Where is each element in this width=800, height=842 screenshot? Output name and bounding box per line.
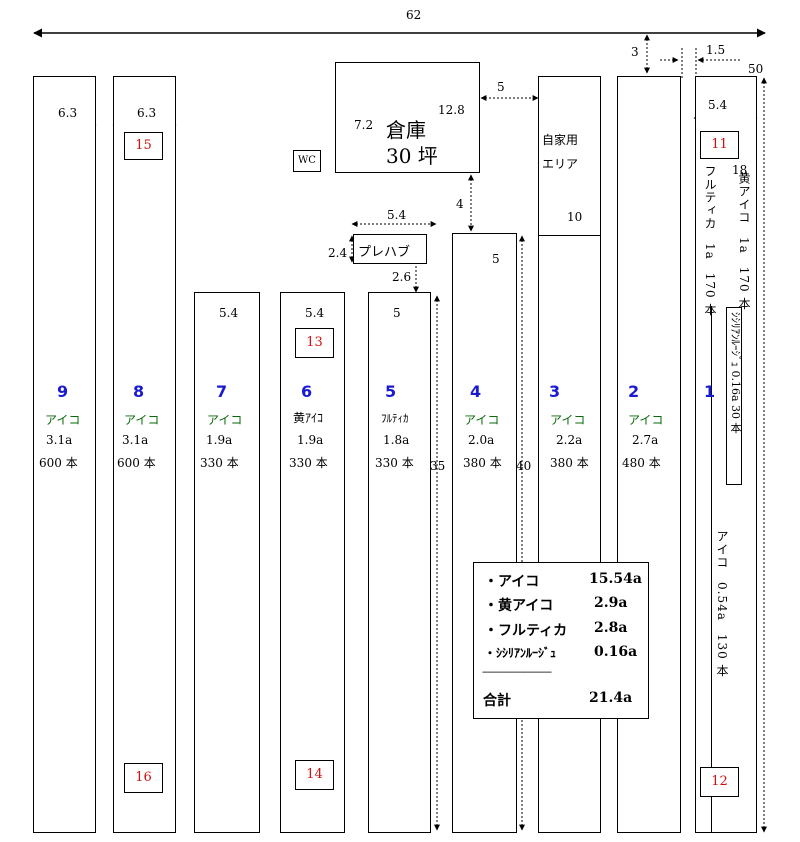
strip-2-area: 2.7a	[632, 433, 659, 447]
strip-8-variety: アイコ	[124, 413, 160, 427]
prefab-label: プレハブ	[358, 245, 411, 260]
prefab-height: 2.4	[328, 246, 348, 260]
legend-row-yellow-aiko: ・黄アイコ	[484, 598, 554, 614]
dim-5-4-right: 5.4	[708, 98, 728, 112]
strip-7	[194, 292, 260, 833]
warehouse-width: 12.8	[438, 103, 465, 117]
dim-top-1-5: 1.5	[706, 43, 726, 57]
plot-box-14: 14	[295, 760, 334, 790]
prefab	[353, 234, 427, 264]
home-area-line1: 自家用	[542, 133, 579, 147]
strip-7-variety: アイコ	[207, 413, 243, 427]
len-40: 40	[516, 459, 532, 473]
strip-6-area: 1.9a	[297, 433, 324, 447]
strip-2	[617, 76, 681, 833]
legend-total-value: 21.4a	[589, 690, 633, 706]
dim-18: 18	[732, 163, 748, 177]
strip-num-6: 6	[301, 382, 313, 401]
legend-value-fruitica: 2.8a	[594, 620, 628, 636]
strip-5-count: 330 本	[375, 456, 414, 470]
strip-3-count: 380 本	[550, 456, 589, 470]
prefab-width: 5.4	[387, 208, 407, 222]
strip-8	[113, 76, 176, 833]
strip-5	[368, 292, 431, 833]
plot-box-16: 16	[124, 763, 163, 793]
dim-strip-9: 6.3	[58, 106, 78, 120]
strip-num-2: 2	[628, 382, 640, 401]
strip-9-count: 600 本	[39, 456, 78, 470]
warehouse	[335, 62, 480, 173]
strip-4-count: 380 本	[463, 456, 502, 470]
dim-strip-7: 5.4	[219, 306, 239, 320]
legend-value-sicily-rouge: 0.16a	[594, 644, 638, 660]
legend-row-fruitica: ・フルティカ	[484, 623, 568, 639]
strip-3	[538, 76, 601, 833]
total-width: 62	[406, 8, 422, 22]
dim-strip-4: 5	[492, 252, 500, 266]
warehouse-height: 7.2	[354, 118, 374, 132]
strip-1-sicily-rouge: ｼｼﾘｱﾝﾙｰｼﾞｭ 0.16a 30 本	[729, 312, 742, 434]
legend-total-label: 合計	[483, 693, 511, 709]
legend-value-aiko: 15.54a	[589, 571, 642, 587]
strip-num-7: 7	[216, 382, 228, 401]
strip-num-9: 9	[57, 382, 69, 401]
dim-strip-5: 5	[393, 306, 401, 320]
strip-9-area: 3.1a	[46, 433, 73, 447]
plot-box-11: 11	[700, 131, 739, 159]
dim-50: 50	[748, 62, 764, 76]
len-35: 35	[430, 459, 446, 473]
strip-6-count: 330 本	[289, 456, 328, 470]
strip-5-area: 1.8a	[383, 433, 410, 447]
warehouse-below-gap: 4	[456, 197, 464, 211]
legend-row-sicily-rouge: ・ｼｼﾘｱﾝﾙｰｼﾞｭ	[484, 646, 557, 660]
wc: WC	[293, 150, 321, 172]
strip-num-4: 4	[470, 382, 482, 401]
plot-box-12: 12	[700, 767, 739, 797]
dim-strip-6: 5.4	[305, 306, 325, 320]
strip-6	[280, 292, 345, 833]
strip-num-3: 3	[549, 382, 561, 401]
strip-num-8: 8	[133, 382, 145, 401]
strip-4-area: 2.0a	[468, 433, 495, 447]
strip-8-area: 3.1a	[122, 433, 149, 447]
strip-2-variety: アイコ	[628, 413, 664, 427]
legend-value-yellow-aiko: 2.9a	[594, 595, 628, 611]
strip-7-area: 1.9a	[206, 433, 233, 447]
strip-9	[33, 76, 96, 833]
sicily-rouge-box	[726, 307, 742, 485]
strip-1-inner-line	[711, 306, 712, 833]
plot-box-13: 13	[295, 328, 334, 358]
legend-box	[473, 562, 649, 719]
warehouse-gap: 5	[497, 80, 505, 94]
plot-box-15: 15	[124, 132, 163, 160]
legend-row-aiko: ・アイコ	[484, 574, 540, 590]
home-area-divider	[538, 235, 601, 236]
strip-1-aiko: アイコ 0.54a 130 本	[715, 530, 729, 678]
legend-separator: -----------------------------	[482, 667, 552, 678]
strip-6-variety: 黄ｱｲｺ	[293, 411, 324, 425]
warehouse-label: 倉庫	[386, 118, 426, 142]
strip-num-5: 5	[385, 382, 397, 401]
home-area-line2: エリア	[542, 157, 579, 171]
strip-4	[452, 233, 517, 833]
home-area-length: 10	[567, 210, 583, 224]
strip-1-fruitica: フルティカ 1a 170 本	[703, 165, 717, 317]
strip-2-count: 480 本	[622, 456, 661, 470]
dim-top-3: 3	[631, 45, 639, 59]
strip-1-yellow-aiko: 黄アイコ 1a 170 本	[737, 172, 751, 311]
strip-4-variety: アイコ	[464, 413, 500, 427]
strip-num-1: 1	[704, 382, 716, 401]
prefab-gap: 2.6	[392, 270, 412, 284]
strip-7-count: 330 本	[200, 456, 239, 470]
strip-9-variety: アイコ	[45, 413, 81, 427]
strip-8-count: 600 本	[117, 456, 156, 470]
dim-strip-8: 6.3	[137, 106, 157, 120]
strip-3-variety: アイコ	[550, 413, 586, 427]
warehouse-size: 30 坪	[386, 144, 438, 168]
strip-3-area: 2.2a	[556, 433, 583, 447]
strip-5-variety: ﾌﾙﾃｨｶ	[381, 412, 409, 425]
